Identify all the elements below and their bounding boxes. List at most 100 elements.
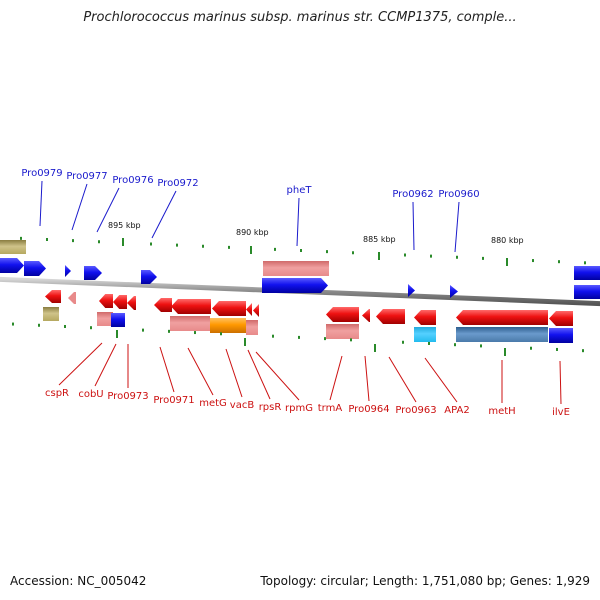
gene-label: Pro0962	[392, 189, 433, 200]
rna-feature	[170, 316, 210, 331]
gene-label: Pro0977	[66, 171, 107, 182]
scale-label: 895 kbp	[108, 221, 141, 230]
scale-tick-dot	[194, 331, 196, 335]
rna-feature	[246, 320, 258, 335]
forward-gene	[549, 328, 573, 343]
forward-gene	[408, 284, 415, 297]
label-leader-line	[187, 347, 214, 396]
gene-label: Pro0971	[153, 395, 194, 406]
figure-title: Prochlorococcus marinus subsp. marinus s…	[83, 10, 517, 25]
scale-tick-dot	[150, 242, 152, 246]
scale-label: 885 kbp	[363, 235, 396, 244]
scale-tick-dot	[454, 343, 456, 347]
scale-major-tick	[504, 348, 506, 356]
gene-label: Pro0973	[107, 391, 148, 402]
reverse-gene	[212, 301, 246, 316]
gene-label: rpsR	[259, 402, 282, 413]
scale-major-tick	[250, 246, 252, 254]
reverse-gene	[127, 296, 136, 310]
forward-gene	[574, 285, 600, 299]
scale-tick-dot	[558, 260, 560, 264]
gene-label: APA2	[444, 405, 469, 416]
genome-summary: Topology: circular; Length: 1,751,080 bp…	[260, 574, 590, 588]
forward-gene	[450, 285, 458, 298]
gene-label: pheT	[287, 185, 313, 196]
scale-tick-dot	[176, 243, 178, 247]
scale-tick-dot	[430, 254, 432, 258]
label-leader-line	[255, 351, 300, 401]
forward-gene	[141, 270, 157, 284]
scale-layer: 895 kbp 890 kbp 885 kbp 880 kbp	[12, 221, 586, 356]
gene-label: metG	[199, 398, 227, 409]
forward-gene	[0, 258, 24, 273]
scale-tick-dot	[272, 334, 274, 338]
scale-tick-dot	[220, 332, 222, 336]
scale-label: 890 kbp	[236, 228, 269, 237]
scale-tick-dot	[142, 328, 144, 332]
scale-tick-dot	[532, 259, 534, 263]
scale-tick-dot	[46, 237, 48, 241]
label-leader-line	[94, 343, 117, 387]
feature-layer	[0, 240, 600, 343]
scale-major-tick	[122, 238, 124, 246]
scale-tick-dot	[530, 346, 532, 350]
scale-label: 880 kbp	[491, 236, 524, 245]
label-leader-line	[296, 197, 300, 247]
reverse-gene	[456, 310, 548, 325]
forward-gene	[574, 266, 600, 280]
gene-label: Pro0963	[395, 405, 436, 416]
reverse-gene	[154, 298, 172, 312]
label-leader-line	[58, 342, 103, 386]
reverse-gene	[362, 309, 370, 322]
label-leader-line	[388, 356, 417, 403]
scale-tick-dot	[298, 335, 300, 339]
reverse-gene	[68, 292, 76, 304]
label-leader-line	[329, 355, 343, 401]
gene-label: Pro0972	[157, 178, 198, 189]
gene-label: cspR	[45, 388, 69, 399]
scale-tick-dot	[38, 323, 40, 327]
rna-feature	[97, 312, 113, 326]
label-leader-line	[364, 355, 370, 402]
rna-feature	[263, 261, 329, 276]
label-leader-line	[71, 183, 88, 231]
scale-tick-dot	[20, 236, 22, 240]
scale-tick-dot	[326, 250, 328, 254]
scale-tick-dot	[228, 245, 230, 249]
label-leader-line	[159, 346, 175, 393]
scale-tick-dot	[90, 326, 92, 330]
gene-label: ilvE	[552, 407, 570, 418]
label-leader-line	[424, 357, 458, 403]
reverse-gene	[45, 290, 61, 303]
scale-tick-dot	[300, 249, 302, 252]
label-leader-line	[151, 190, 177, 239]
reverse-gene	[326, 307, 359, 322]
gene-label: Pro0979	[21, 168, 62, 179]
scale-tick-dot	[168, 329, 170, 333]
reverse-gene	[113, 295, 127, 309]
scale-tick-dot	[404, 253, 406, 257]
scale-tick-dot	[456, 255, 458, 259]
misc-feature	[414, 327, 436, 342]
scale-tick-dot	[582, 349, 584, 353]
reverse-gene	[99, 294, 113, 308]
scale-tick-dot	[350, 338, 352, 342]
misc-feature	[456, 327, 548, 342]
scale-tick-dot	[482, 256, 484, 260]
gene-label: Pro0964	[348, 404, 389, 415]
reverse-gene	[171, 299, 211, 314]
reverse-gene	[549, 311, 573, 326]
accession-label: Accession: NC_005042	[10, 574, 147, 588]
scale-major-tick	[374, 344, 376, 352]
scale-tick-dot	[584, 261, 586, 265]
misc-feature	[0, 240, 26, 254]
gene-label: Pro0960	[438, 189, 479, 200]
scale-tick-dot	[352, 251, 354, 255]
gene-label: trmA	[318, 403, 343, 414]
gene-label: cobU	[78, 389, 103, 400]
reverse-gene	[246, 303, 252, 316]
gene-label: metH	[488, 406, 515, 417]
